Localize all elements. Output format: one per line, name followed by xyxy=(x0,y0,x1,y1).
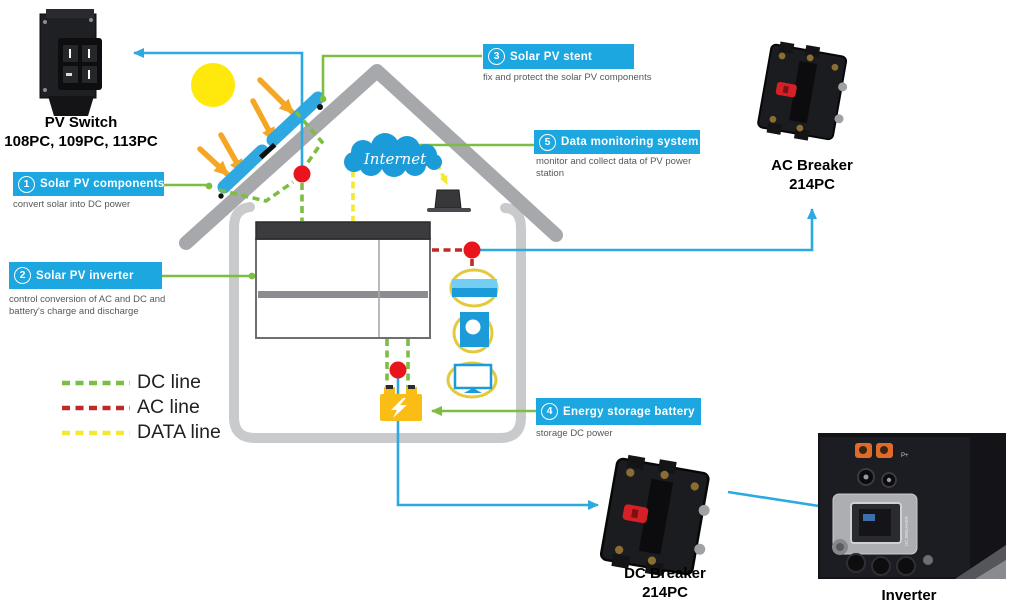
house-roof xyxy=(179,64,563,250)
callout-solar-pv-components: 1 Solar PV components xyxy=(13,172,164,196)
solar-panels xyxy=(217,91,325,199)
callout-number-2: 2 xyxy=(14,267,31,284)
ac-breaker-name: AC Breaker xyxy=(771,157,853,174)
callout-solar-pv-stent: 3 Solar PV stent xyxy=(483,44,634,69)
callout-number-1: 1 xyxy=(18,175,35,193)
junction-dots xyxy=(293,165,481,379)
dc-breaker-name: DC Breaker xyxy=(624,565,706,582)
inverter-breaker-label: DC BREAKER xyxy=(904,515,909,546)
house-wall xyxy=(229,202,526,443)
inverter-cabinet xyxy=(255,221,431,339)
washing-machine-icon xyxy=(452,312,494,354)
callout-caption-5: monitor and collect data of PV power sta… xyxy=(536,156,692,179)
inverter-name: Inverter xyxy=(881,587,937,604)
internet-cloud-icon xyxy=(344,133,442,177)
dc-breaker-label: DC Breaker 214PC xyxy=(606,565,724,603)
ac-breaker-label: AC Breaker 214PC xyxy=(753,157,871,195)
legend-dc-line-label: DC line xyxy=(137,371,201,393)
internet-cloud-label: Internet xyxy=(363,150,427,168)
legend-data-line-label: DATA line xyxy=(137,421,221,443)
legend-dashes xyxy=(62,380,130,436)
pv-switch-name: PV Switch xyxy=(44,114,118,131)
callout-caption-3: fix and protect the solar PV components xyxy=(483,72,652,83)
battery-icon xyxy=(380,385,422,421)
callout-title-3: Solar PV stent xyxy=(510,50,593,63)
callout-title-2: Solar PV inverter xyxy=(36,269,134,282)
tv-icon xyxy=(446,361,498,399)
dc-breaker-photo xyxy=(599,454,710,576)
dc-breaker-model: 214PC xyxy=(642,583,688,601)
callout-solar-pv-inverter: 2 Solar PV inverter xyxy=(9,262,162,289)
ac-breaker-model: 214PC xyxy=(789,175,835,193)
ac-dashed-lines xyxy=(432,248,474,270)
laptop-icon xyxy=(427,189,471,212)
callout-energy-storage-battery: 4 Energy storage battery xyxy=(536,398,701,425)
air-conditioner-icon xyxy=(449,268,499,308)
pv-switch-photo xyxy=(39,9,102,116)
inverter-port-label: P+ xyxy=(901,453,909,459)
callout-title-5: Data monitoring system xyxy=(561,136,699,148)
pv-switch-models: 108PC, 109PC, 113PC xyxy=(4,132,158,150)
callout-caption-4: storage DC power xyxy=(536,428,613,439)
callout-title-4: Energy storage battery xyxy=(563,405,695,418)
callout-connector-lines xyxy=(162,54,536,416)
dc-dashed-lines xyxy=(218,110,410,392)
pv-switch-label: PV Switch 108PC, 109PC, 113PC xyxy=(0,114,162,152)
callout-caption-2: control conversion of AC and DC and batt… xyxy=(9,294,166,317)
callout-number-3: 3 xyxy=(488,48,505,65)
callout-data-monitoring-system: 5 Data monitoring system xyxy=(534,130,700,154)
inverter-photo: P+ DC BREAKER xyxy=(818,433,1006,579)
callout-number-4: 4 xyxy=(541,403,558,420)
legend-ac-line-label: AC line xyxy=(137,396,200,418)
ac-breaker-photo xyxy=(757,41,848,141)
callout-caption-1: convert solar into DC power xyxy=(13,199,131,210)
callout-title-1: Solar PV components xyxy=(40,178,165,190)
sun-icon xyxy=(191,63,235,107)
callout-number-5: 5 xyxy=(539,133,556,151)
inverter-label: Inverter xyxy=(853,587,965,606)
